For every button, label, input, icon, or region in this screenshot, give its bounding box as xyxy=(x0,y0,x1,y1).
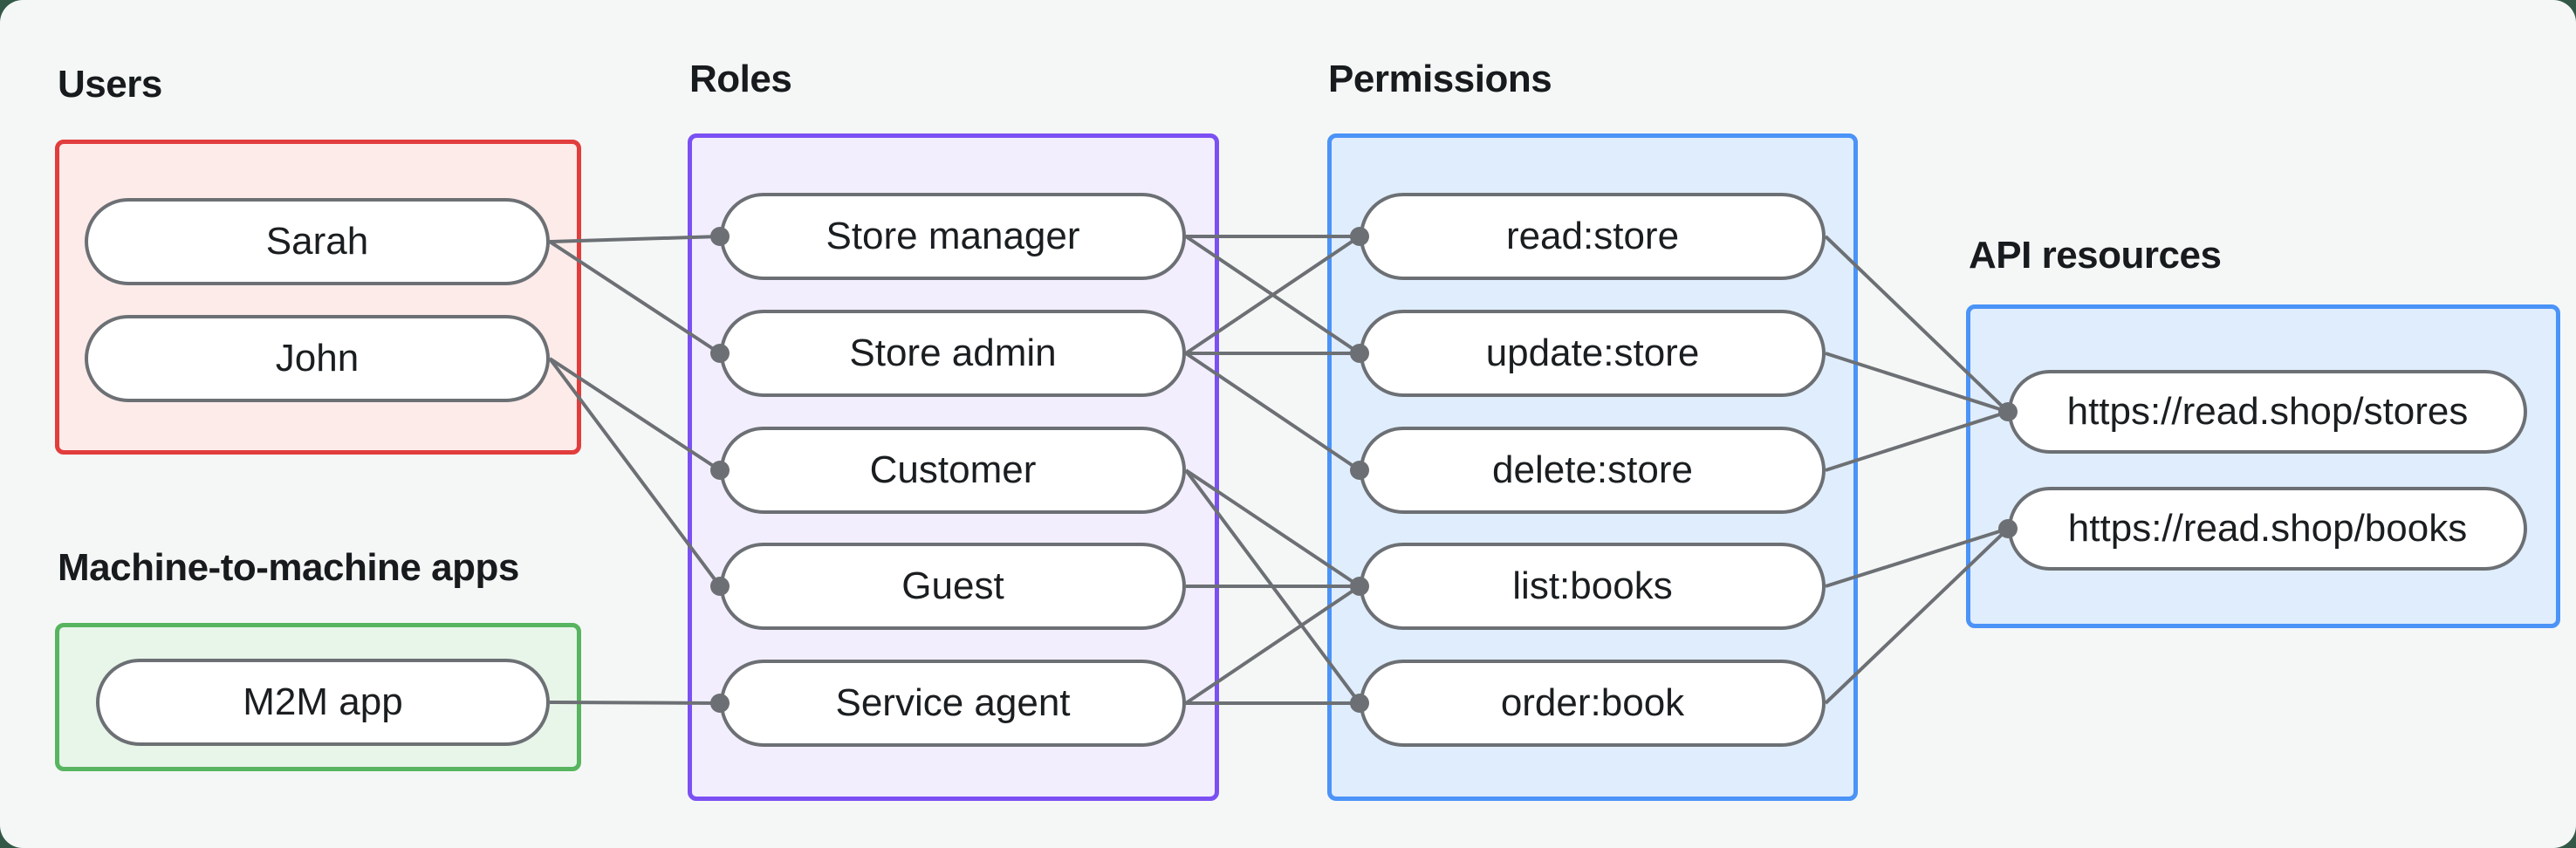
permissions-group-label: Permissions xyxy=(1328,58,1552,100)
node-m2m-app: M2M app xyxy=(96,659,550,746)
node-api-resource-books: https://read.shop/books xyxy=(2008,487,2527,571)
node-role-guest: Guest xyxy=(720,543,1186,630)
node-permission-list-books: list:books xyxy=(1360,543,1826,630)
node-permission-update-store: update:store xyxy=(1360,310,1826,397)
node-user-john: John xyxy=(85,315,550,402)
api-resources-group-label: API resources xyxy=(1969,234,2222,277)
users-group-label: Users xyxy=(58,63,162,106)
node-permission-order-book: order:book xyxy=(1360,660,1826,747)
users-group-box xyxy=(55,140,581,455)
node-user-sarah: Sarah xyxy=(85,198,550,285)
node-permission-read-store: read:store xyxy=(1360,193,1826,280)
m2m-apps-group-label: Machine-to-machine apps xyxy=(58,546,519,589)
node-role-customer: Customer xyxy=(720,427,1186,514)
node-role-store-admin: Store admin xyxy=(720,310,1186,397)
node-role-store-manager: Store manager xyxy=(720,193,1186,280)
node-role-service-agent: Service agent xyxy=(720,660,1186,747)
roles-group-label: Roles xyxy=(689,58,792,100)
node-api-resource-stores: https://read.shop/stores xyxy=(2008,370,2527,454)
api-resources-group-box xyxy=(1966,304,2560,628)
node-permission-delete-store: delete:store xyxy=(1360,427,1826,514)
